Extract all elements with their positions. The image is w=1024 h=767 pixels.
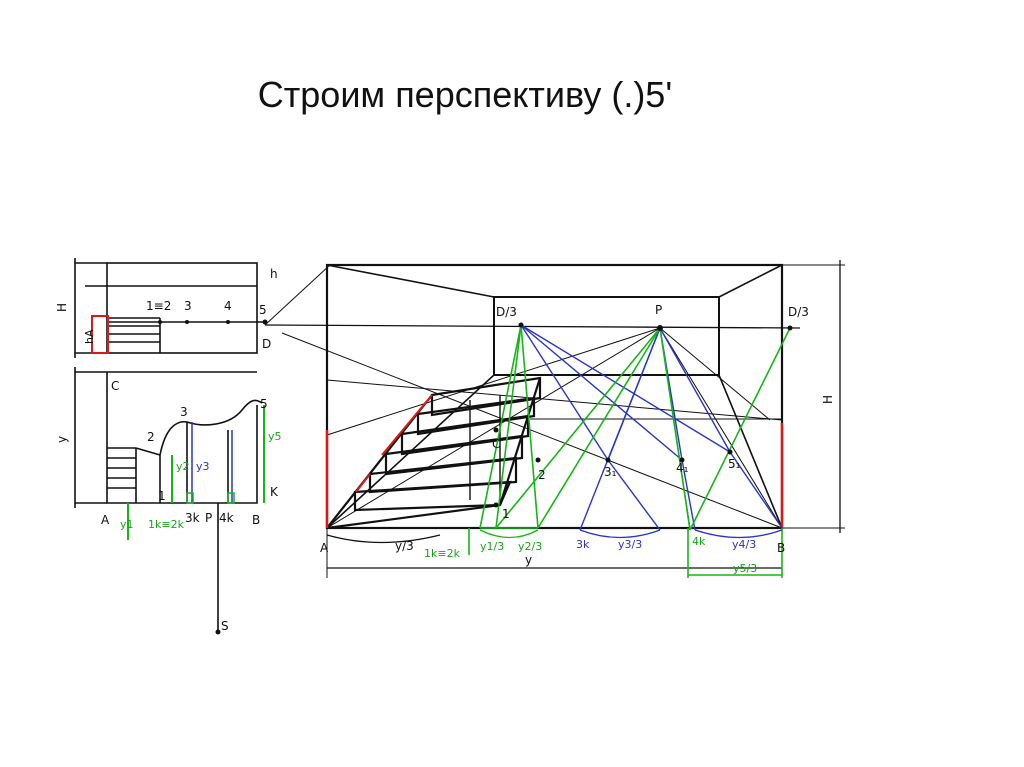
svg-text:4: 4 bbox=[224, 299, 232, 313]
svg-text:3: 3 bbox=[180, 405, 188, 419]
svg-text:1: 1 bbox=[502, 507, 510, 521]
svg-text:C: C bbox=[492, 437, 500, 451]
svg-text:4₁: 4₁ bbox=[676, 461, 689, 475]
perspective-view bbox=[264, 260, 845, 578]
svg-text:K: K bbox=[270, 485, 279, 499]
svg-text:5₁: 5₁ bbox=[728, 457, 741, 471]
svg-text:y/3: y/3 bbox=[395, 539, 414, 553]
svg-text:y2: y2 bbox=[176, 460, 190, 473]
svg-text:y3: y3 bbox=[196, 460, 210, 473]
svg-text:1k≡2k: 1k≡2k bbox=[148, 518, 185, 531]
svg-text:B: B bbox=[777, 541, 785, 555]
svg-text:1: 1 bbox=[158, 489, 166, 503]
plan-labels: h H hA 5 D 1≡2 3 4 C y 5 3 2 1 y5 y3 y2 … bbox=[55, 267, 282, 633]
svg-text:D/3: D/3 bbox=[788, 305, 809, 319]
svg-text:y5/3: y5/3 bbox=[733, 562, 757, 575]
svg-text:1k≡2k: 1k≡2k bbox=[424, 547, 461, 560]
svg-text:3: 3 bbox=[184, 299, 192, 313]
svg-text:D/3: D/3 bbox=[496, 305, 517, 319]
plan-frame bbox=[106, 372, 258, 504]
svg-text:P: P bbox=[205, 511, 212, 525]
picture-plane-frame bbox=[325, 263, 784, 530]
perspective-stairs bbox=[326, 376, 542, 530]
svg-text:y3/3: y3/3 bbox=[618, 538, 642, 551]
svg-text:S: S bbox=[221, 619, 229, 633]
svg-text:C: C bbox=[111, 379, 119, 393]
svg-text:4k: 4k bbox=[692, 535, 706, 548]
svg-text:y: y bbox=[525, 553, 532, 567]
svg-text:5: 5 bbox=[259, 303, 267, 317]
svg-text:P: P bbox=[655, 303, 662, 317]
svg-text:H: H bbox=[821, 395, 835, 404]
blue-construction-rays bbox=[520, 324, 783, 531]
svg-text:h: h bbox=[270, 267, 278, 281]
svg-text:2: 2 bbox=[147, 430, 155, 444]
svg-text:A: A bbox=[320, 541, 329, 555]
perspective-labels: D/3 P D/3 H A B C 1 2 3₁ 4₁ 5₁ y/3 1k≡2k… bbox=[320, 303, 835, 575]
elevation-frame bbox=[106, 262, 258, 354]
svg-text:A: A bbox=[101, 513, 110, 527]
svg-text:2: 2 bbox=[538, 468, 546, 482]
svg-text:y1/3: y1/3 bbox=[480, 540, 504, 553]
orthographic-views bbox=[74, 258, 268, 635]
svg-text:D: D bbox=[262, 337, 271, 351]
svg-text:H: H bbox=[55, 303, 69, 312]
svg-text:1≡2: 1≡2 bbox=[146, 299, 171, 313]
horizon-line bbox=[264, 324, 801, 329]
hA-marker bbox=[91, 315, 109, 354]
svg-text:3₁: 3₁ bbox=[604, 465, 617, 479]
svg-text:y: y bbox=[55, 436, 69, 443]
svg-text:hA: hA bbox=[83, 329, 96, 344]
plan-stairs bbox=[107, 447, 161, 503]
svg-text:y1: y1 bbox=[120, 518, 134, 531]
slide-title: Строим перспективу (.)5' bbox=[257, 74, 673, 115]
svg-text:y2/3: y2/3 bbox=[518, 540, 542, 553]
svg-text:3k: 3k bbox=[576, 538, 590, 551]
svg-text:4k: 4k bbox=[219, 511, 234, 525]
elevation-stairs bbox=[107, 317, 161, 353]
svg-text:y5: y5 bbox=[268, 430, 282, 443]
svg-text:5: 5 bbox=[260, 397, 268, 411]
plan-curve bbox=[159, 399, 263, 456]
green-construction-rays bbox=[468, 324, 791, 578]
svg-text:3k: 3k bbox=[185, 511, 200, 525]
svg-text:y4/3: y4/3 bbox=[732, 538, 756, 551]
svg-text:B: B bbox=[252, 513, 260, 527]
